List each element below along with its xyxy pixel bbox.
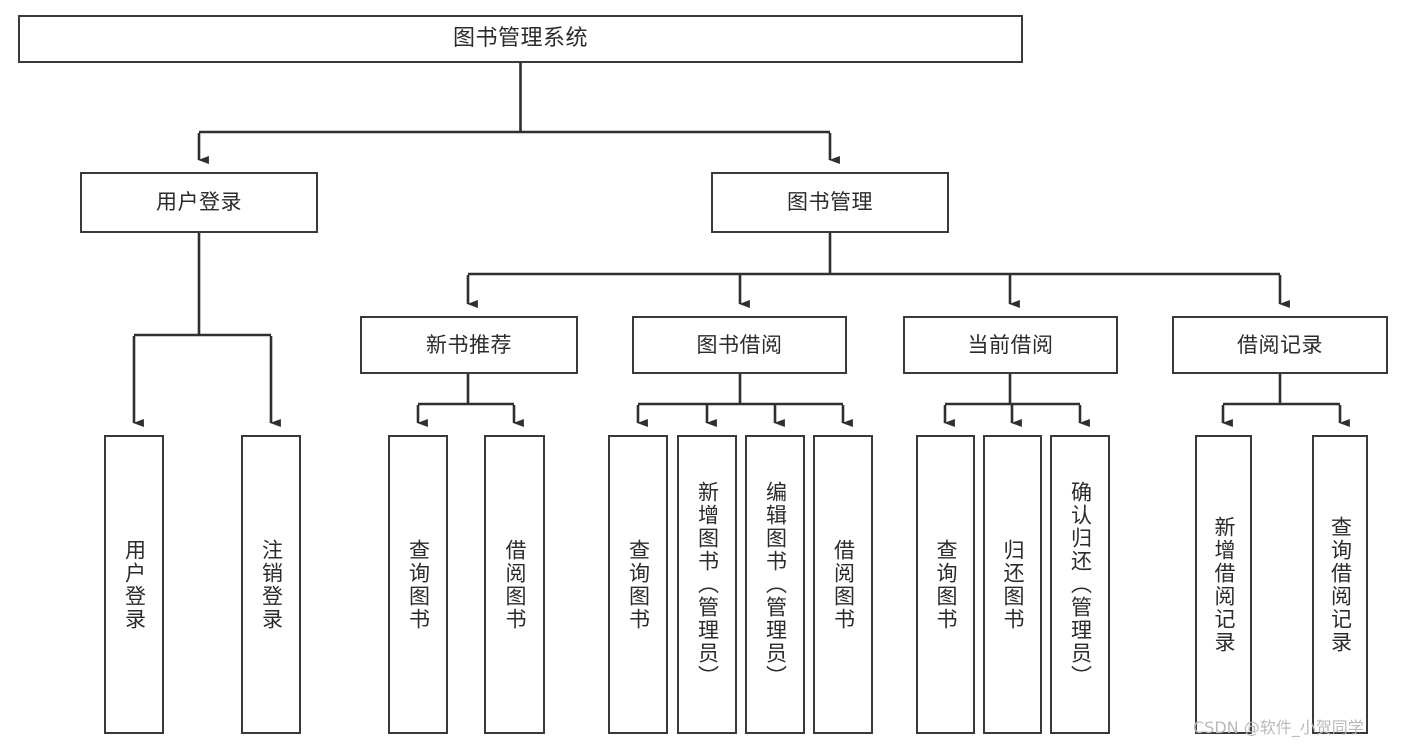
node-root[interactable]: 图书管理系统 [18,15,1023,63]
node-new-book-rec[interactable]: 新书推荐 [360,316,578,374]
node-user-login[interactable]: 用户登录 [80,172,318,233]
node-leaf-logout[interactable]: 注销登录 [241,435,301,734]
node-leaf-return-book-label: 归还图书 [1001,538,1025,631]
node-leaf-edit-book-label: 编辑图书（管理员） [763,481,788,688]
node-leaf-user-login[interactable]: 用户登录 [104,435,164,734]
node-leaf-add-book[interactable]: 新增图书（管理员） [677,435,737,734]
node-book-manage[interactable]: 图书管理 [711,172,949,233]
node-leaf-query-book-2[interactable]: 查询图书 [608,435,668,734]
node-leaf-borrow-book-2[interactable]: 借阅图书 [813,435,873,734]
node-new-book-rec-label: 新书推荐 [426,332,512,357]
node-leaf-add-book-label: 新增图书（管理员） [695,481,720,688]
node-leaf-confirm-return-label: 确认归还（管理员） [1068,481,1093,688]
node-leaf-query-book-3[interactable]: 查询图书 [916,435,975,734]
node-leaf-query-book-1-label: 查询图书 [406,538,431,631]
node-current-borrow-label: 当前借阅 [967,332,1054,357]
csdn-watermark: CSDN @软件_小贺同学 [1193,718,1364,737]
node-leaf-edit-book[interactable]: 编辑图书（管理员） [745,435,805,734]
node-leaf-user-login-label: 用户登录 [122,538,147,631]
node-leaf-add-record-label: 新增借阅记录 [1212,515,1236,654]
node-leaf-query-book-1[interactable]: 查询图书 [388,435,448,734]
node-leaf-borrow-book-2-label: 借阅图书 [831,538,856,631]
node-leaf-add-record[interactable]: 新增借阅记录 [1195,435,1252,734]
node-leaf-borrow-book-1-label: 借阅图书 [503,538,527,631]
node-leaf-confirm-return[interactable]: 确认归还（管理员） [1050,435,1110,734]
node-leaf-logout-label: 注销登录 [259,538,284,631]
node-leaf-borrow-book-1[interactable]: 借阅图书 [484,435,545,734]
node-book-borrow[interactable]: 图书借阅 [632,316,847,374]
node-current-borrow[interactable]: 当前借阅 [903,316,1118,374]
node-book-borrow-label: 图书借阅 [696,332,783,357]
node-user-login-label: 用户登录 [156,190,242,215]
node-leaf-query-book-2-label: 查询图书 [626,538,651,631]
node-leaf-query-record-label: 查询借阅记录 [1328,515,1353,654]
node-leaf-query-record[interactable]: 查询借阅记录 [1312,435,1368,734]
node-book-manage-label: 图书管理 [787,190,873,215]
node-borrow-record-label: 借阅记录 [1237,332,1323,357]
node-borrow-record[interactable]: 借阅记录 [1172,316,1388,374]
node-root-label: 图书管理系统 [452,26,588,52]
node-leaf-query-book-3-label: 查询图书 [934,538,958,631]
node-leaf-return-book[interactable]: 归还图书 [983,435,1042,734]
